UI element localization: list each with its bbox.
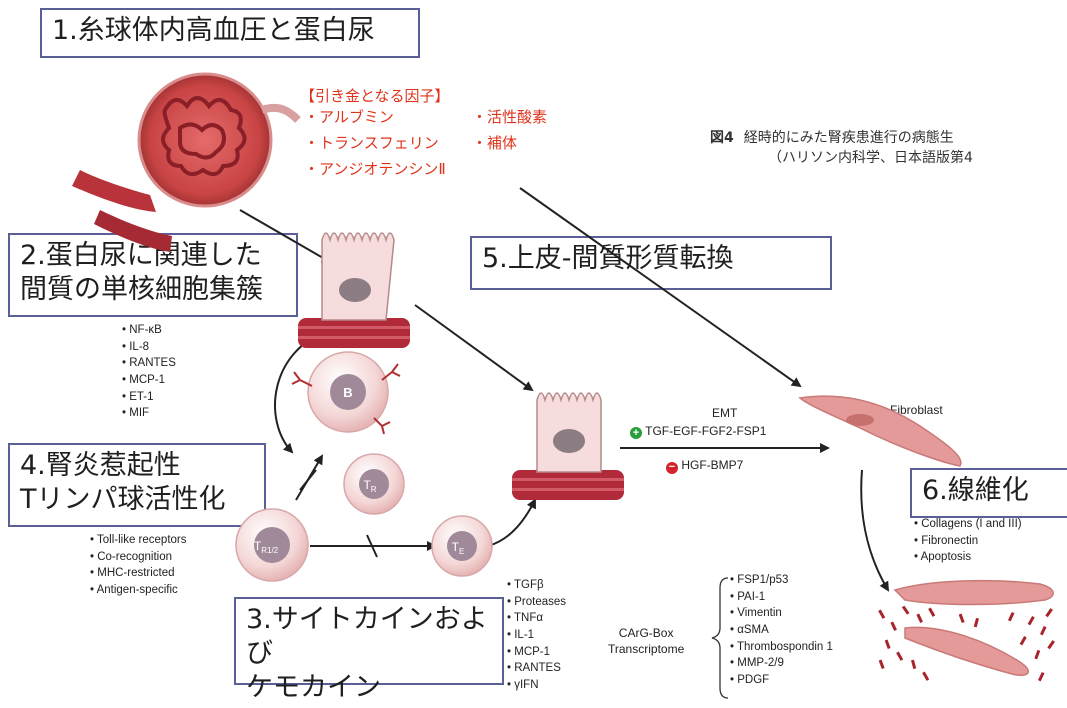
carg-list: FSP1/p53 PAI-1 Vimentin αSMA Thrombospon…: [730, 572, 833, 689]
list-item: Proteases: [507, 594, 566, 611]
arrow-glomerulus-to-epithelium: [239, 209, 332, 264]
list-item: MCP-1: [507, 644, 566, 661]
list-item: NF-κB: [122, 322, 176, 339]
tr-cell-label: T: [363, 478, 371, 492]
step2-line2: 間質の単核細胞集簇: [20, 273, 263, 305]
list-item: PDGF: [730, 672, 833, 689]
list-item: PAI-1: [730, 589, 833, 606]
caption-line1: 経時的にみた腎疾患進行の病態生: [743, 130, 954, 146]
mediator-list: NF-κB IL-8 RANTES MCP-1 ET-1 MIF: [122, 322, 176, 422]
carg-label-line1: CArG-Box: [618, 626, 674, 640]
step5-box: 5.上皮-間質形質転換: [470, 236, 832, 290]
step4-line1: 4.腎炎惹起性: [20, 450, 181, 481]
trigger-item-transferrin: ・トランスフェリン: [304, 134, 439, 152]
list-item: Co-recognition: [90, 549, 187, 566]
te-cell-sub: E: [459, 547, 464, 556]
list-item: RANTES: [122, 355, 176, 372]
step3-line2: ケモカイン: [246, 671, 381, 703]
carg-label-line2: Transcriptome: [608, 641, 685, 656]
step1-box: 1.糸球体内高血圧と蛋白尿: [40, 8, 420, 58]
fibrosis-list: Collagens (I and III) Fibronectin Apopto…: [914, 516, 1022, 566]
trigger-item-ros: ・活性酸素: [472, 108, 548, 126]
svg-text:TE: TE: [452, 540, 465, 556]
list-item: Apoptosis: [914, 549, 1022, 566]
list-item: FSP1/p53: [730, 572, 833, 589]
tr-cell: TR: [343, 453, 405, 515]
emt-positive-label: TGF-EGF-FGF2-FSP1: [645, 424, 767, 438]
trigger-item-complement: ・補体: [472, 134, 518, 152]
figure-number: 図4: [710, 130, 734, 146]
emt-title: EMT: [712, 406, 738, 420]
list-item: Fibronectin: [914, 533, 1022, 550]
emt-positive: + TGF-EGF-FGF2-FSP1: [630, 424, 766, 439]
arrow-fibroblast-to-fibrosis: [860, 469, 890, 592]
figure-caption: 図4 経時的にみた腎疾患進行の病態生 （ハリソン内科学、日本語版第4: [710, 128, 1067, 169]
carg-brace: [711, 577, 729, 699]
svg-text:TR1/2: TR1/2: [254, 539, 279, 555]
inhibit-mark-2: [366, 534, 378, 558]
svg-text:TR: TR: [363, 478, 376, 494]
list-item: IL-8: [122, 339, 176, 356]
trigger-item-angiotensin: ・アンジオテンシンⅡ: [304, 160, 446, 178]
b-cell: B: [291, 351, 401, 435]
list-item: Collagens (I and III): [914, 516, 1021, 533]
fibrosis-illustration: [878, 579, 1055, 682]
list-item: TNFα: [507, 610, 566, 627]
list-item: ET-1: [122, 389, 176, 406]
emt-negative-label: HGF-BMP7: [681, 458, 744, 472]
step1-label: 1.糸球体内高血圧と蛋白尿: [52, 15, 375, 46]
list-item: RANTES: [507, 660, 566, 677]
list-item: Toll-like receptors: [90, 532, 186, 549]
step3-box: 3.サイトカインおよび ケモカイン: [234, 597, 504, 703]
list-item: Antigen-specific: [90, 582, 187, 599]
list-item: MCP-1: [122, 372, 176, 389]
te-cell-label: T: [452, 540, 460, 554]
trigger-heading: 【引き金となる因子】: [300, 87, 450, 105]
fibroblast-label: Fibroblast: [890, 403, 943, 417]
plus-circle-icon: +: [630, 427, 642, 439]
step4-box: 4.腎炎惹起性 Tリンパ球活性化: [8, 443, 266, 527]
tr12-cell-sub: R1/2: [261, 546, 278, 555]
epithelial-cell-2: [512, 392, 624, 500]
minus-circle-icon: −: [666, 462, 678, 474]
list-item: IL-1: [507, 627, 566, 644]
step4-line2: Tリンパ球活性化: [20, 483, 226, 515]
tr-cell-sub: R: [371, 485, 377, 494]
list-item: MIF: [122, 405, 176, 422]
glomerulus-illustration: [72, 72, 301, 252]
list-item: MMP-2/9: [730, 655, 833, 672]
trigger-item-albumin: ・アルブミン: [304, 108, 394, 126]
b-cell-label: B: [343, 385, 352, 400]
step6-label: 6.線維化: [922, 475, 1029, 506]
list-item: γIFN: [507, 677, 566, 694]
list-item: Vimentin: [730, 605, 833, 622]
tcell-feature-list: Toll-like receptors Co-recognition MHC-r…: [90, 532, 187, 599]
carg-label: CArG-Box Transcriptome: [608, 626, 684, 657]
te-cell: TE: [431, 515, 493, 577]
tr12-cell-label: T: [254, 539, 262, 553]
list-item: αSMA: [730, 622, 833, 639]
epithelial-cell-1: [298, 232, 410, 348]
tr12-cell: TR1/2: [235, 508, 309, 582]
step3-line1: 3.サイトカインおよび: [246, 604, 488, 669]
list-item: MHC-restricted: [90, 565, 187, 582]
arrow-te-to-epithelium: [487, 498, 536, 547]
arrow-trigger-to-fibroblast: [519, 187, 802, 388]
step2-line1: 2.蛋白尿に関連した: [20, 240, 262, 271]
cytokine-list: TGFβ Proteases TNFα IL-1 MCP-1 RANTES γI…: [507, 577, 566, 694]
step5-label: 5.上皮-間質形質転換: [482, 243, 734, 274]
trigger-factors: 【引き金となる因子】 ・アルブミン ・活性酸素 ・トランスフェリン ・補体 ・ア…: [300, 86, 600, 186]
list-item: Thrombospondin 1: [730, 639, 833, 656]
fibroblast-cell: [798, 395, 962, 467]
emt-negative: − HGF-BMP7: [666, 458, 743, 474]
inhibit-mark-1: [299, 469, 317, 491]
arrow-epithelium-to-epithelium: [414, 304, 534, 392]
caption-line2: （ハリソン内科学、日本語版第4: [768, 150, 973, 167]
list-item: TGFβ: [507, 577, 566, 594]
